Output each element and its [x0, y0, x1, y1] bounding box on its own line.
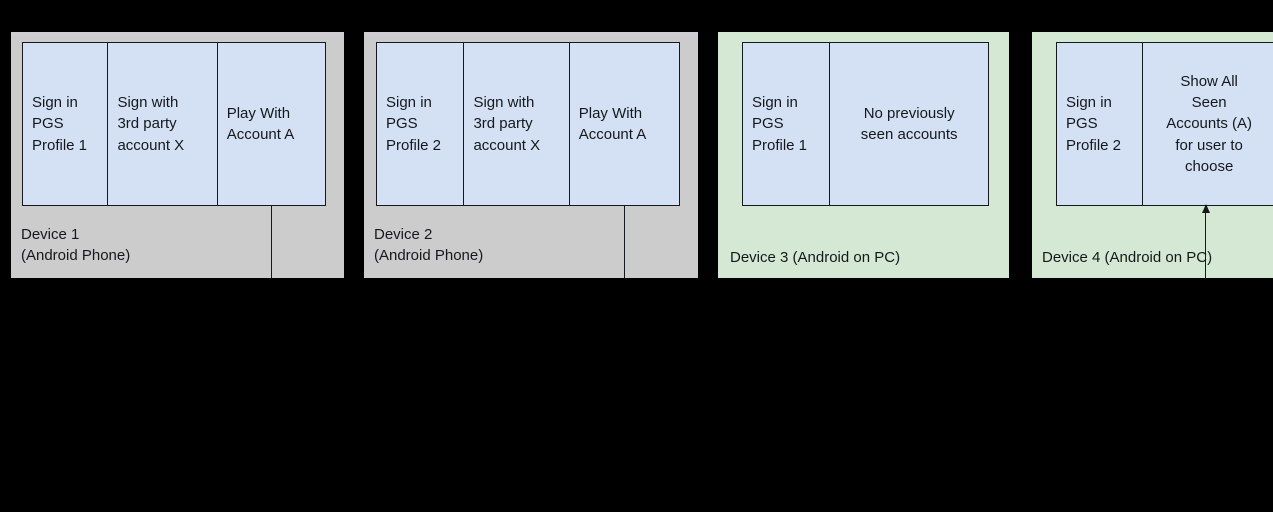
device-3-screen: Sign in PGS Profile 1 No previously seen… — [742, 42, 989, 206]
device-1-caption: Device 1 (Android Phone) — [21, 226, 131, 265]
device-4-cell-1[interactable]: Sign in PGS Profile 2 — [1057, 43, 1144, 205]
device-2-screen: Sign in PGS Profile 2 Sign with 3rd part… — [376, 42, 680, 206]
device-1-cell-2[interactable]: Sign with 3rd party account X — [108, 43, 218, 205]
device-3-cell-2[interactable]: No previously seen accounts — [860, 104, 958, 143]
device-3-cell-1[interactable]: Sign in PGS Profile 1 — [743, 43, 831, 205]
device-3-caption: Device 3 (Android on PC) — [730, 249, 901, 266]
device-2-divider-line — [624, 205, 625, 278]
arrow-head-icon — [1201, 204, 1210, 213]
panel-top-highlight-2 — [364, 32, 698, 36]
device-1-cell-1[interactable]: Sign in PGS Profile 1 — [23, 43, 109, 205]
device-2-caption: Device 2 (Android Phone) — [374, 226, 484, 265]
device-4-cell-2[interactable]: Show All Seen Accounts (A) for user to c… — [1166, 72, 1253, 175]
device-4-caption: Device 4 (Android on PC) — [1042, 249, 1213, 266]
device-1-cell-3[interactable]: Play With Account A — [226, 104, 295, 143]
panel-top-highlight-1 — [11, 32, 344, 36]
device-4-screen: Sign in PGS Profile 2 Show All Seen Acco… — [1056, 42, 1273, 206]
device-2-cell-2[interactable]: Sign with 3rd party account X — [464, 43, 570, 205]
device-1-screen: Sign in PGS Profile 1 Sign with 3rd part… — [22, 42, 326, 206]
device-2-cell-1[interactable]: Sign in PGS Profile 2 — [377, 43, 465, 205]
device-4-inbound-arrow — [1201, 204, 1210, 278]
device-2-cell-3[interactable]: Play With Account A — [578, 104, 647, 143]
device-1-divider-line — [271, 205, 272, 278]
